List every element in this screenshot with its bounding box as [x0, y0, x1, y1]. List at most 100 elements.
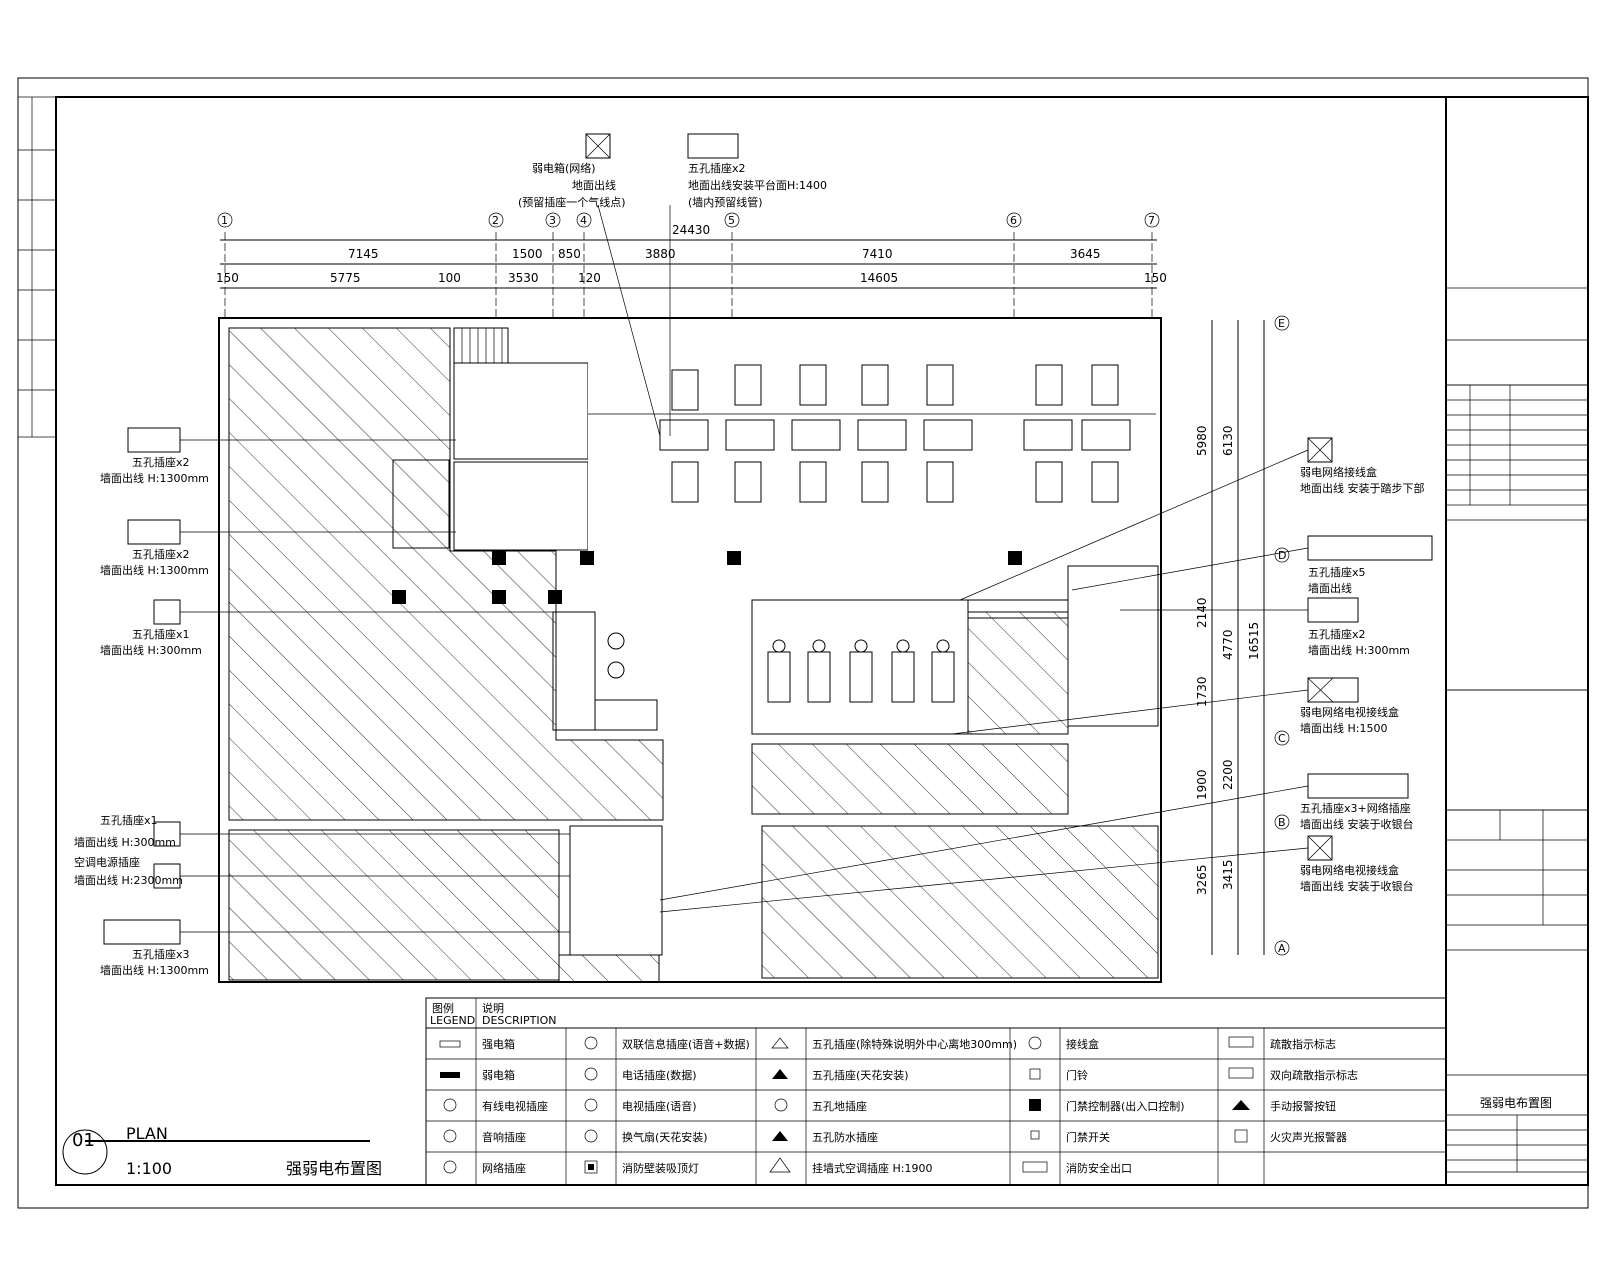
legend-item-text: 音响插座	[482, 1130, 526, 1144]
treatment-room-2	[453, 461, 589, 551]
callout-text: 墙面出线 H:1300mm	[100, 471, 209, 485]
callout-text: 墙面出线 H:1500	[1300, 721, 1387, 735]
callout-text: 五孔插座x3+网络插座	[1300, 801, 1411, 815]
legend-item-text: 双联信息插座(语音+数据)	[622, 1037, 750, 1051]
dim-right: 1900	[1195, 769, 1209, 800]
hatched-area-right-mid	[751, 743, 1069, 815]
treatment-room-1	[453, 362, 589, 460]
hatched-area-right-upper	[967, 611, 1069, 735]
dim: 850	[558, 247, 581, 261]
column	[548, 590, 562, 604]
legend-item-text: 电视插座(语音)	[622, 1099, 697, 1113]
callout-text: 墙面出线 H:300mm	[100, 643, 202, 657]
legend-item-text: 五孔防水插座	[812, 1130, 878, 1144]
dim: 14605	[860, 271, 898, 285]
callout-text: 五孔插座x5	[1308, 565, 1366, 579]
legend-header: 图例	[432, 1001, 454, 1015]
callout-text: 墙面出线 H:1300mm	[100, 563, 209, 577]
title-block-drawing-name: 强弱电布置图	[1480, 1096, 1552, 1110]
dim-right: 3265	[1195, 864, 1209, 895]
callout-text: 墙面出线 H:1300mm	[100, 963, 209, 977]
legend-item-text: 门禁控制器(出入口控制)	[1066, 1099, 1185, 1113]
hatched-area-bottom-mid	[558, 954, 660, 983]
weak-box-symbol	[585, 133, 611, 159]
dimension-top: 24430 7145 1500 850 3880 7410 3645 150 5…	[216, 223, 1167, 289]
dim-right: 2140	[1195, 597, 1209, 628]
axis-label: D	[1278, 549, 1286, 562]
column	[492, 551, 506, 565]
dimension-right: 5980 2140 1730 1900 3265 6130 4770 2200 …	[1195, 315, 1290, 956]
callout-text: (预留插座一个气线点)	[518, 195, 626, 209]
stair	[453, 327, 509, 364]
building-outline	[218, 317, 1162, 983]
legend-header: DESCRIPTION	[482, 1014, 556, 1027]
dim: 150	[216, 271, 239, 285]
outlet-symbol	[127, 519, 181, 545]
leader-lines	[180, 204, 1309, 933]
hatched-area-bottom-left	[228, 829, 560, 981]
hatched-area-bottom-right	[761, 825, 1159, 979]
callout-text: 弱电箱(网络)	[532, 161, 596, 175]
callout-text: 五孔插座x1	[100, 813, 158, 827]
grid-axes-top: 1 2 3 4 5 6 7	[217, 212, 1160, 320]
axis-label: 5	[728, 214, 735, 227]
dim-right: 4770	[1221, 629, 1235, 660]
legend-item-text: 有线电视插座	[482, 1099, 548, 1113]
callout-text: 弱电网络接线盒	[1300, 465, 1377, 479]
axis-label: 1	[221, 214, 228, 227]
outlet-symbol	[103, 919, 181, 945]
dim-total: 24430	[672, 223, 710, 237]
callout-text: 地面出线	[572, 178, 616, 192]
axis-label: 3	[549, 214, 556, 227]
legend-header: 说明	[482, 1001, 504, 1015]
callout-text: 五孔插座x2	[132, 455, 190, 469]
axis-label: 6	[1010, 214, 1017, 227]
outlet-symbols	[103, 133, 1433, 945]
callout-text: 五孔插座x2	[132, 547, 190, 561]
axis-label: A	[1278, 942, 1286, 955]
callout-text: 弱电网络电视接线盒	[1300, 863, 1399, 877]
callout-text: 五孔插座x3	[132, 947, 190, 961]
legend-item-text: 门铃	[1066, 1068, 1088, 1082]
callout-text: 墙面出线 H:300mm	[1308, 643, 1410, 657]
title-block: 强弱电布置图	[1445, 97, 1589, 1185]
axis-label: C	[1278, 732, 1286, 745]
callout-text: 地面出线安装平台面H:1400	[688, 178, 827, 192]
callout-text: 空调电源插座	[74, 855, 140, 869]
callout-text: 墙面出线 安装于收银台	[1300, 879, 1414, 893]
callout-text: 墙面出线 H:300mm	[74, 835, 176, 849]
legend-item-text: 换气扇(天花安装)	[622, 1130, 708, 1144]
axis-label: 4	[580, 214, 587, 227]
legend-item-text: 电话插座(数据)	[622, 1068, 697, 1082]
dim-right: 6130	[1221, 425, 1235, 456]
dim: 5775	[330, 271, 361, 285]
dental-chair-row-top	[659, 364, 1131, 451]
column	[392, 590, 406, 604]
dim: 3530	[508, 271, 539, 285]
column	[492, 590, 506, 604]
floor-plan	[218, 317, 1162, 983]
legend-item-text: 网络插座	[482, 1161, 526, 1175]
outlet-symbol	[153, 599, 181, 625]
column	[727, 551, 741, 565]
corridor	[569, 825, 663, 956]
service-room	[1067, 565, 1159, 727]
dim: 1500	[512, 247, 543, 261]
legend-item-text: 强电箱	[482, 1037, 515, 1051]
legend-item-text: 消防壁装吸顶灯	[622, 1161, 699, 1175]
wash-area	[751, 599, 969, 735]
weak-box-symbol	[1307, 677, 1359, 703]
legend-item-text: 接线盒	[1066, 1037, 1099, 1051]
legend-item-text: 门禁开关	[1066, 1130, 1110, 1144]
main-hall	[588, 328, 1156, 552]
column	[580, 551, 594, 565]
dim-right-total: 16515	[1247, 622, 1261, 660]
callout-text: 五孔插座x1	[132, 627, 190, 641]
dim: 7145	[348, 247, 379, 261]
restroom	[392, 459, 450, 549]
outlet-symbol	[127, 427, 181, 453]
legend-item-text: 五孔插座(除特殊说明外中心离地300mm)	[812, 1037, 1017, 1051]
callout-text: (墙内预留线管)	[688, 195, 763, 209]
legend-item-text: 火灾声光报警器	[1270, 1130, 1347, 1144]
wash-chairs	[767, 639, 955, 703]
